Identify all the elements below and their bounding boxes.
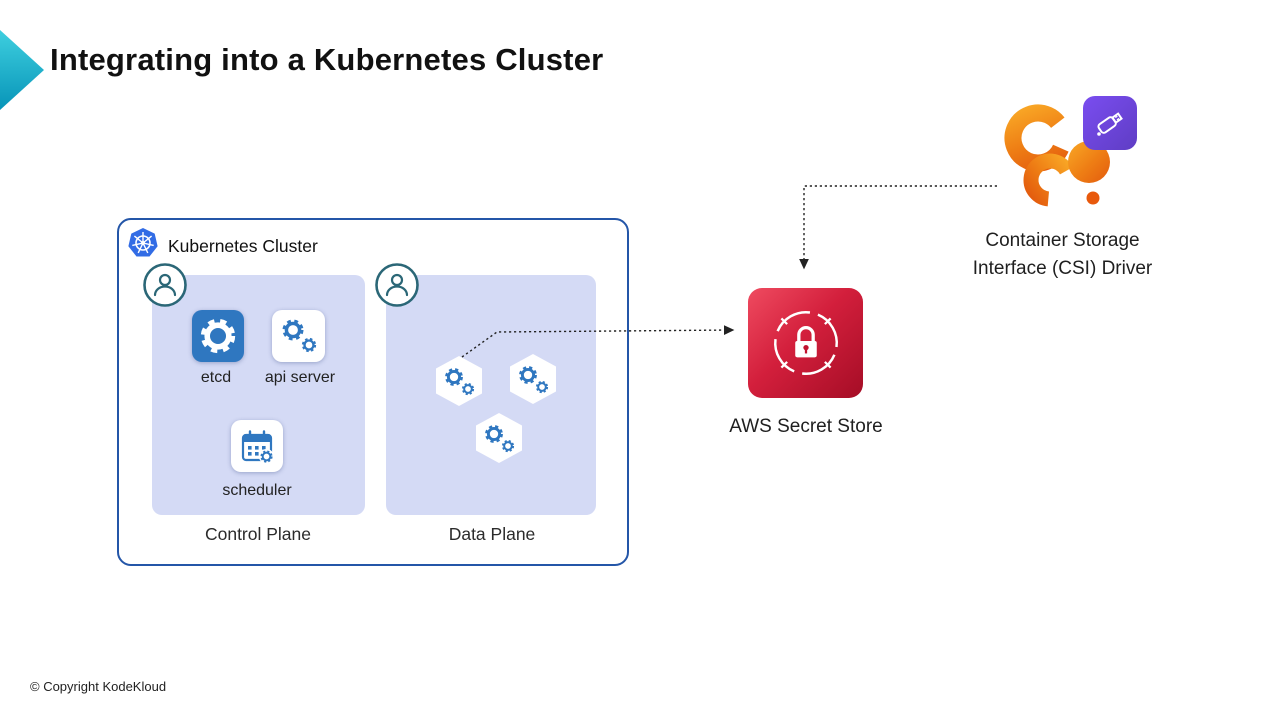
pod-hexagon-icon [476,413,522,463]
etcd-gear-icon [192,310,244,362]
csi-driver-label: Container Storage Interface (CSI) Driver [945,227,1180,283]
pod-hexagon-icon [510,354,556,404]
api-server-gears-icon [272,310,325,362]
control-plane-box [152,275,365,515]
control-plane-label: Control Plane [204,524,312,544]
api-server-label: api server [264,369,336,386]
kubernetes-icon [128,228,158,257]
page-title: Integrating into a Kubernetes Cluster [50,42,604,77]
usb-drive-icon [1083,96,1137,150]
pod-hexagon-icon [436,356,482,406]
aws-secret-store-label: AWS Secret Store [729,416,883,437]
csi-driver-label-line1: Container Storage [985,230,1140,251]
data-plane-label: Data Plane [448,524,536,544]
scheduler-calendar-icon [231,420,283,472]
aws-secrets-manager-icon [748,288,863,398]
user-icon [143,263,187,307]
copyright-footer: © Copyright KodeKloud [30,679,167,694]
csi-logo-icon [1004,104,1110,207]
kubernetes-cluster-label: Kubernetes Cluster [168,236,318,256]
scheduler-label: scheduler [222,482,292,499]
data-plane-box [386,275,596,515]
title-accent-chevron-icon [0,30,44,110]
user-icon [375,263,419,307]
csi-driver-label-line2: Interface (CSI) Driver [972,258,1153,280]
etcd-label: etcd [200,369,232,386]
